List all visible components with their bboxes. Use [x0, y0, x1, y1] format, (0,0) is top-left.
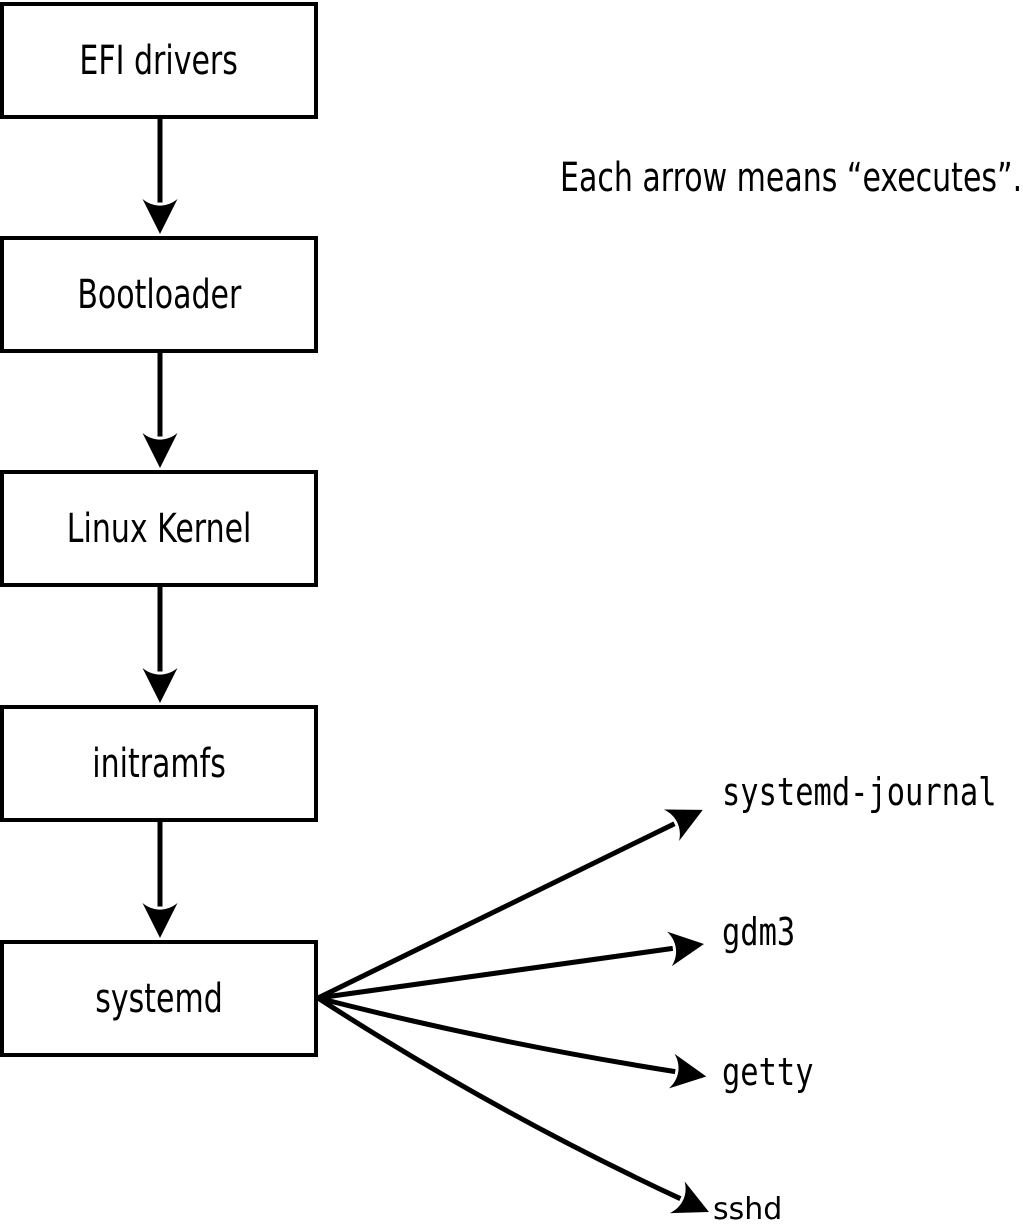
node-linux-kernel: Linux Kernel	[0, 470, 318, 587]
node-systemd: systemd	[0, 940, 318, 1057]
node-initramfs-label: initramfs	[92, 740, 226, 787]
label-gdm3: gdm3	[722, 910, 796, 954]
node-bootloader-label: Bootloader	[77, 271, 241, 318]
arrow-systemd-to-getty	[317, 995, 707, 1089]
arrow-meaning-note: Each arrow means “executes”.	[560, 155, 1023, 201]
label-systemd-journal: systemd-journal	[722, 770, 997, 814]
arrow-systemd-to-journal	[316, 809, 703, 1001]
label-sshd: sshd	[713, 1192, 783, 1227]
arrow-systemd-to-sshd	[316, 995, 709, 1214]
arrow-systemd-to-gdm3	[317, 931, 704, 1001]
node-systemd-label: systemd	[95, 975, 223, 1022]
label-getty: getty	[722, 1050, 814, 1094]
node-efi-drivers-label: EFI drivers	[79, 37, 239, 84]
node-linux-kernel-label: Linux Kernel	[66, 505, 252, 552]
node-bootloader: Bootloader	[0, 236, 318, 353]
node-initramfs: initramfs	[0, 705, 318, 822]
node-efi-drivers: EFI drivers	[0, 2, 318, 119]
